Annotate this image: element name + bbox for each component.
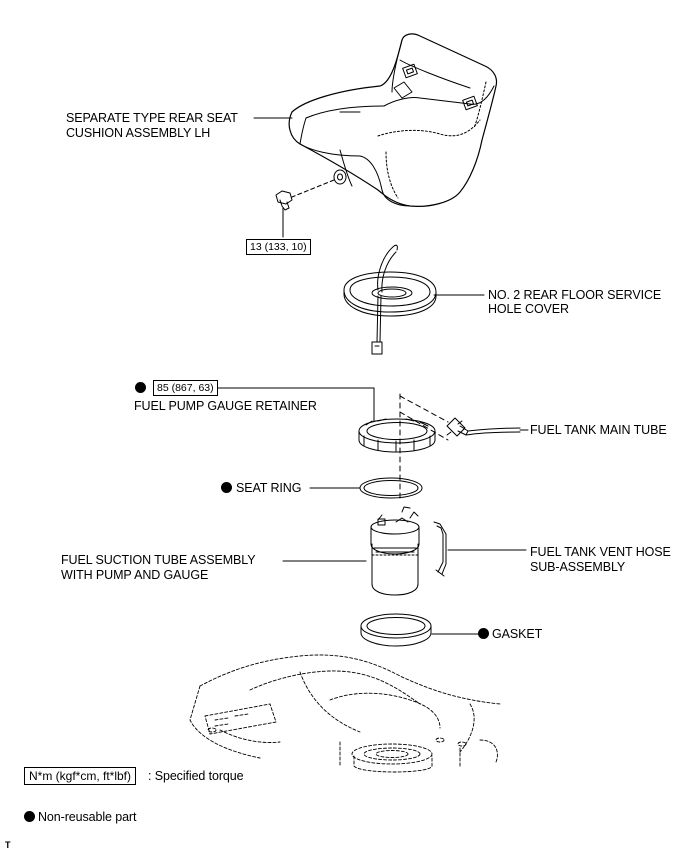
label-seat-cushion-line2: CUSHION ASSEMBLY LH (66, 126, 211, 140)
legend-torque-description: : Specified torque (148, 769, 244, 783)
label-service-hole-cover-line1: NO. 2 REAR FLOOR SERVICE (488, 288, 662, 302)
seat-cushion-illustration (288, 33, 498, 207)
non-reusable-dot-retainer (135, 382, 146, 393)
seat-ring-illustration (359, 477, 423, 499)
vehicle-floor-illustration (189, 654, 501, 773)
label-main-tube: FUEL TANK MAIN TUBE (530, 423, 667, 437)
footer-mark: T (5, 840, 11, 850)
legend-non-reusable-description: Non-reusable part (38, 810, 137, 824)
main-tube-illustration (446, 417, 521, 437)
non-reusable-dot-gasket (478, 628, 489, 639)
gasket-illustration (360, 613, 432, 647)
non-reusable-dot-seat-ring (221, 482, 232, 493)
label-seat-cushion-line1: SEPARATE TYPE REAR SEAT (66, 111, 238, 125)
fuel-suction-assembly-illustration (370, 506, 447, 596)
legend-torque-box: N*m (kgf*cm, ft*lbf) (24, 767, 137, 785)
legend-non-reusable-dot (24, 811, 35, 822)
label-vent-hose-line2: SUB-ASSEMBLY (530, 560, 626, 574)
torque-box-seat-bolt: 13 (133, 10) (246, 239, 311, 255)
label-service-hole-cover-line2: HOLE COVER (488, 302, 569, 316)
label-seat-ring: SEAT RING (236, 481, 302, 495)
label-suction-tube-line2: WITH PUMP AND GAUGE (61, 568, 209, 582)
label-gauge-retainer: FUEL PUMP GAUGE RETAINER (134, 399, 317, 413)
label-suction-tube-line1: FUEL SUCTION TUBE ASSEMBLY (61, 553, 256, 567)
gauge-retainer-illustration (358, 418, 436, 453)
label-vent-hose-line1: FUEL TANK VENT HOSE (530, 545, 671, 559)
label-gasket: GASKET (492, 627, 543, 641)
service-hole-cover-illustration (343, 244, 437, 355)
bolt-illustration (275, 190, 293, 238)
torque-box-retainer: 85 (867, 63) (153, 380, 218, 396)
